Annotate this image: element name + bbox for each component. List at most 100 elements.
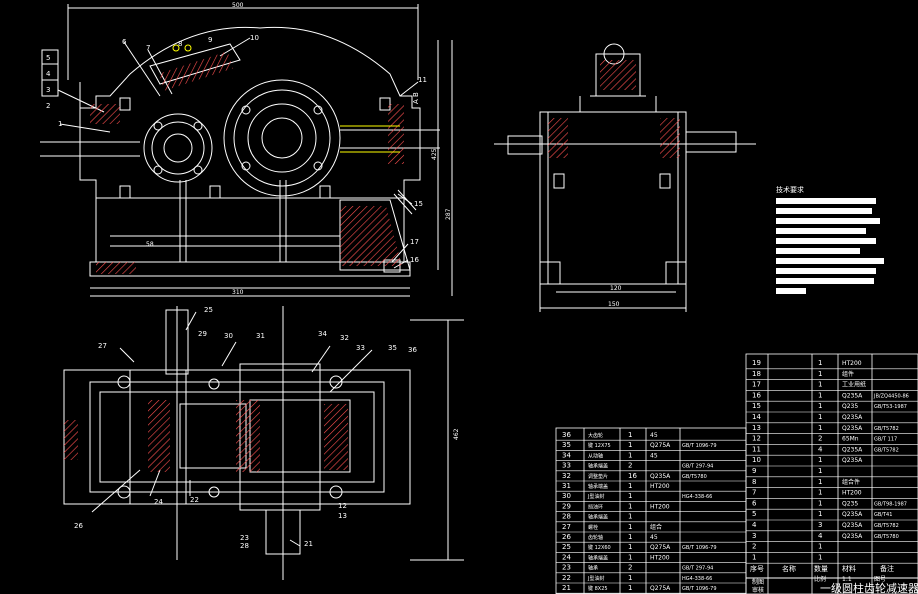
plan-leader-number: 24 [154,498,163,506]
upper-row-material: 组合件 [842,478,860,486]
upper-row-material: 65Mn [842,436,859,443]
upper-row-std: GB/T41 [874,512,892,518]
lower-row-name: 轴承 [588,565,598,572]
lower-row-std: GB/T 297-94 [682,464,713,470]
upper-row-std: GB/T5782 [874,523,899,529]
front-leader-number: 5 [46,54,50,62]
upper-row-qty: 2 [818,435,822,443]
upper-row-no: 17 [752,381,761,389]
plan-leader-number: 25 [204,306,213,314]
scale-label: 比例 [814,575,826,583]
upper-row-qty: 1 [818,553,822,561]
upper-row-material: Q235A [842,414,863,421]
upper-row-material: Q235A [842,392,863,399]
lower-row-no: 30 [562,492,571,500]
lower-row-qty: 16 [628,472,637,480]
side-view [494,43,756,312]
upper-header-qty: 数量 [814,564,828,573]
upper-row-no: 6 [752,499,757,507]
front-leader-number: 17 [410,238,419,246]
front-dim-small: 58 [146,241,154,248]
upper-row-qty: 1 [818,510,822,518]
upper-row-qty: 1 [818,478,822,486]
upper-row-no: 15 [752,402,761,410]
plan-leader-number: 29 [198,330,207,338]
front-marker: A B [412,92,420,104]
upper-row-qty: 1 [818,359,822,367]
scale-value: 1:1 [842,576,852,583]
lower-row-no: 21 [562,584,571,592]
upper-row-std: GB/T5782 [874,426,899,432]
lower-row-name: 轴承端盖 [588,463,608,470]
upper-row-no: 13 [752,424,761,432]
upper-row-std: JB/ZQ4450-86 [873,393,909,399]
lower-row-no: 29 [562,502,571,510]
technical-notes [776,198,884,294]
front-leader-number: 9 [208,36,212,44]
scale-sheet: 图号 [874,576,886,583]
lower-row-no: 31 [562,482,571,490]
lower-row-material: HT200 [650,554,670,561]
lower-row-material: Q275A [650,442,671,449]
plan-leader-number: 23 [240,534,249,542]
upper-row-qty: 1 [818,413,822,421]
lower-row-material: 组合 [650,523,662,531]
lower-row-std: GB/T 1096-79 [682,545,717,551]
lower-row-no: 25 [562,543,571,551]
upper-row-no: 8 [752,478,756,486]
lower-row-no: 34 [562,451,571,459]
upper-row-qty: 1 [818,381,822,389]
upper-row-no: 5 [752,510,756,518]
upper-row-material: HT200 [842,490,862,497]
front-dim-bottom: 310 [232,289,244,296]
lower-row-name: 轴承端盖 [588,483,608,490]
plan-view [63,306,464,580]
upper-row-qty: 1 [818,391,822,399]
front-leader-number: 6 [122,38,127,46]
lower-row-qty: 1 [628,533,632,541]
title-block-title: 一级圆柱齿轮减速器 [820,581,918,594]
lower-row-qty: 1 [628,451,632,459]
front-leader-number: 8 [178,40,182,48]
lower-row-material: 45 [650,534,658,541]
front-leader-number: 11 [418,76,427,84]
plan-leader-number: 21 [304,540,313,548]
upper-row-qty: 1 [818,456,822,464]
upper-row-material: 组件 [842,370,854,378]
lower-row-material: Q235A [650,473,671,480]
parts-table-lower-grid [555,427,747,594]
lower-row-qty: 1 [628,482,632,490]
upper-row-no: 1 [752,553,756,561]
upper-header-material: 材料 [842,564,856,573]
upper-row-std: GB/T5782 [874,447,899,453]
upper-row-no: 3 [752,532,756,540]
plan-leader-number: 31 [256,332,265,340]
lower-row-qty: 1 [628,584,632,592]
upper-row-qty: 1 [818,543,822,551]
upper-header-remark: 备注 [880,564,894,573]
lower-row-qty: 1 [628,431,632,439]
upper-row-no: 9 [752,467,756,475]
upper-row-no: 10 [752,456,761,464]
plan-leader-number: 28 [240,542,249,550]
upper-row-std: GB/T98-1987 [874,501,907,507]
lower-row-name: 键 12X75 [588,442,611,449]
upper-row-qty: 1 [818,370,822,378]
upper-row-material: HT200 [842,360,862,367]
lower-row-std: GB/T5780 [682,474,707,480]
plan-leader-number: 33 [356,344,365,352]
lower-row-std: GB/T 297-94 [682,566,713,572]
upper-row-no: 18 [752,370,761,378]
plan-leader-number: 12 [338,502,347,510]
upper-row-qty: 1 [818,467,822,475]
upper-row-qty: 1 [818,402,822,410]
upper-row-no: 2 [752,543,756,551]
front-leader-number: 15 [414,200,423,208]
plan-leader-number: 35 [388,344,397,352]
lower-row-name: 齿轮轴 [588,534,603,541]
upper-row-material: Q235A [842,457,863,464]
lower-row-qty: 1 [628,502,632,510]
front-view-yellow-marks [172,44,400,153]
